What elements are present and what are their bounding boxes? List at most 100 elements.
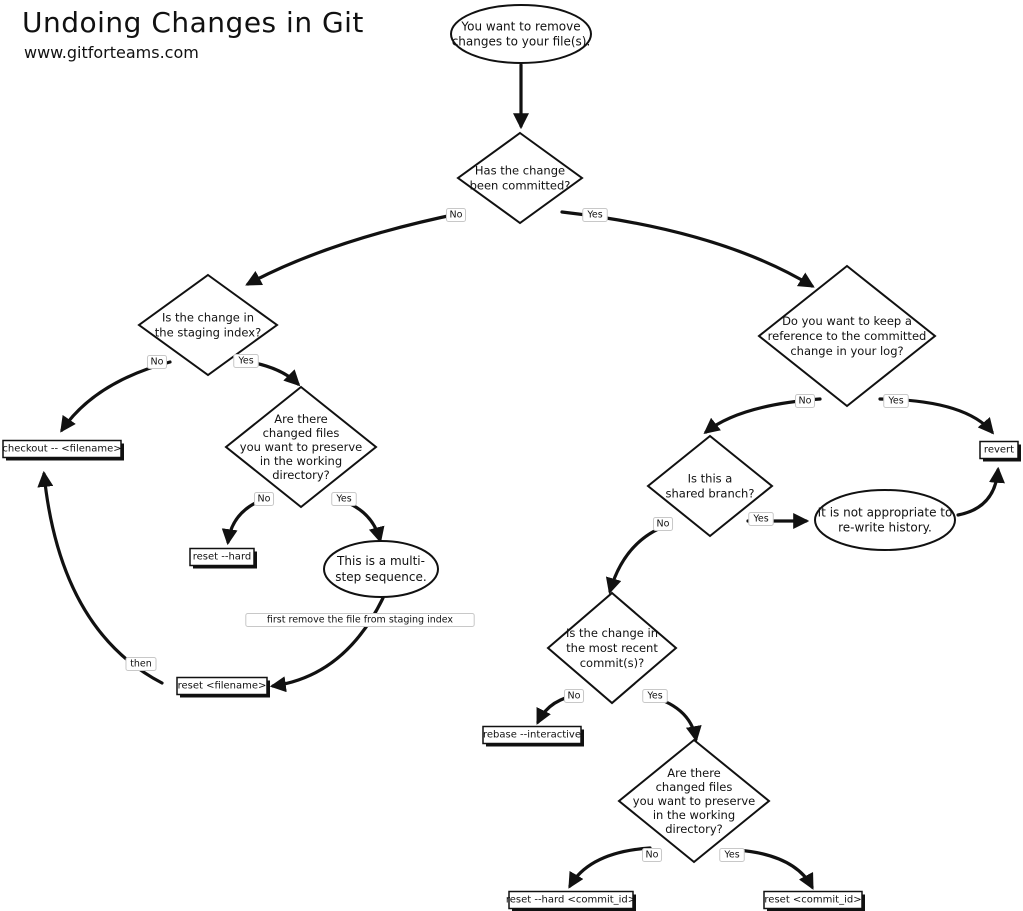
edge-label-preserve2-no: No <box>641 848 663 862</box>
edge-committed-yes <box>560 210 815 288</box>
recent-commit-decision-line: the most recent <box>566 641 658 655</box>
edge-label-text: Yes <box>723 850 739 861</box>
edge-label-text: Yes <box>237 356 253 367</box>
edge-label-text: Yes <box>586 210 602 221</box>
preserve-decision-2-line: in the working <box>653 808 735 822</box>
reset-hard-commit-command-box: reset --hard <commit_id> <box>506 890 636 911</box>
edge-label-recent-yes: Yes <box>642 689 668 703</box>
edge-label-text: No <box>646 850 659 861</box>
staging-decision-line: the staging index? <box>155 326 261 340</box>
revert-command-box-outline <box>979 440 1019 460</box>
edge-label-tag <box>125 657 157 671</box>
multistep-ellipse-line: step sequence. <box>335 570 426 584</box>
edge-label-text: Yes <box>752 514 768 525</box>
rebase-command-box: rebase --interactive <box>482 725 584 747</box>
preserve-decision-1-line: Are there <box>274 412 328 426</box>
diagram-subtitle: www.gitforteams.com <box>24 43 199 62</box>
reset-filename-command-box-line: reset <filename> <box>178 681 267 692</box>
edge-label-text: first remove the file from staging index <box>267 615 454 626</box>
preserve-decision-1-line: in the working <box>260 454 342 468</box>
reset-hard-commit-command-box-outline <box>508 890 634 910</box>
edge-label-text: No <box>450 210 463 221</box>
edge-label-tag <box>652 517 674 531</box>
edge-label-staging-yes: Yes <box>233 354 259 368</box>
start-ellipse-line: changes to your file(s). <box>452 35 591 49</box>
edge-committed-no <box>245 211 464 286</box>
committed-decision-outline <box>456 131 584 225</box>
edge-label-shared-yes: Yes <box>748 512 774 526</box>
edge-label-staging-no: No <box>146 355 168 369</box>
reset-commit-command-box-outline <box>763 890 863 910</box>
edge-preserve1-no <box>221 498 264 546</box>
preserve-decision-2-line: Are there <box>667 766 721 780</box>
edge-label-tag <box>748 512 774 526</box>
edge-label-preserve1-yes: Yes <box>331 492 357 506</box>
edge-label-text: No <box>568 691 581 702</box>
edge-shared-no <box>605 523 670 595</box>
recent-commit-decision-line: commit(s)? <box>580 656 645 670</box>
edge-label-preserve1-no: No <box>253 492 275 506</box>
edge-label-shared-no: No <box>652 517 674 531</box>
revert-command-box-line: revert <box>984 445 1014 456</box>
rebase-command-box-outline <box>482 725 582 745</box>
preserve-decision-1-line: you want to preserve <box>240 440 362 454</box>
shared-branch-decision-line: Is this a <box>688 472 733 486</box>
edge-label-tag <box>582 208 608 222</box>
edge-label-tag <box>642 689 668 703</box>
edge-label-tag <box>883 394 909 408</box>
edge-preserve2-no <box>568 846 652 889</box>
rebase-command-box-line: rebase --interactive <box>483 730 581 741</box>
edge-label-first-remove: first remove the file from staging index <box>245 613 475 627</box>
edge-label-tag <box>146 355 168 369</box>
edge-label-tag <box>245 613 475 627</box>
checkout-command-box-outline <box>2 439 122 459</box>
shared-branch-decision-outline <box>646 434 774 538</box>
reset-commit-command-box-line: reset <commit_id> <box>764 895 861 906</box>
preserve-decision-2-line: directory? <box>665 822 723 836</box>
preserve-decision-1-line: directory? <box>272 468 330 482</box>
start-ellipse-line: You want to remove <box>460 20 580 34</box>
shared-branch-decision-line: shared branch? <box>666 487 755 501</box>
preserve-decision-2-line: you want to preserve <box>633 794 755 808</box>
edge-not-appropriate-to-revert <box>956 466 1005 517</box>
start-ellipse-outline <box>450 4 592 64</box>
reset-hard-command-box: reset --hard <box>189 547 257 569</box>
multistep-ellipse-line: This is a multi- <box>336 554 425 568</box>
checkout-command-box-line: checkout -- <filename> <box>2 444 121 455</box>
committed-decision-line: Has the change <box>475 164 565 178</box>
reset-commit-command-box: reset <commit_id> <box>763 890 865 911</box>
edge-label-tag <box>563 689 585 703</box>
edge-label-then: then <box>125 657 157 671</box>
edge-label-tag <box>233 354 259 368</box>
preserve-decision-1-outline <box>224 385 378 509</box>
preserve-decision-2-line: changed files <box>656 780 733 794</box>
edge-label-text: Yes <box>887 396 903 407</box>
checkout-command-box: checkout -- <filename> <box>2 439 124 461</box>
edge-label-keep-yes: Yes <box>883 394 909 408</box>
edge-label-text: No <box>151 357 164 368</box>
edge-label-tag <box>719 848 745 862</box>
not-appropriate-ellipse-line: It is not appropriate to <box>818 506 953 520</box>
edge-label-preserve2-yes: Yes <box>719 848 745 862</box>
edge-then-to-checkout <box>37 470 164 685</box>
edge-label-text: No <box>258 494 271 505</box>
keep-reference-decision-line: reference to the committed <box>768 329 927 343</box>
edge-label-tag <box>253 492 275 506</box>
committed-decision-line: been committed? <box>470 179 571 193</box>
edge-label-text: then <box>130 659 152 670</box>
reset-hard-commit-command-box-line: reset --hard <commit_id> <box>506 895 636 906</box>
edge-multistep-to-reset <box>269 596 385 693</box>
diagram-title: Undoing Changes in Git <box>22 6 364 39</box>
keep-reference-decision-outline <box>757 264 937 408</box>
edge-label-tag <box>331 492 357 506</box>
recent-commit-decision-outline <box>546 591 678 705</box>
edge-label-committed-no: No <box>445 208 467 222</box>
reset-filename-command-box-outline <box>176 676 268 696</box>
